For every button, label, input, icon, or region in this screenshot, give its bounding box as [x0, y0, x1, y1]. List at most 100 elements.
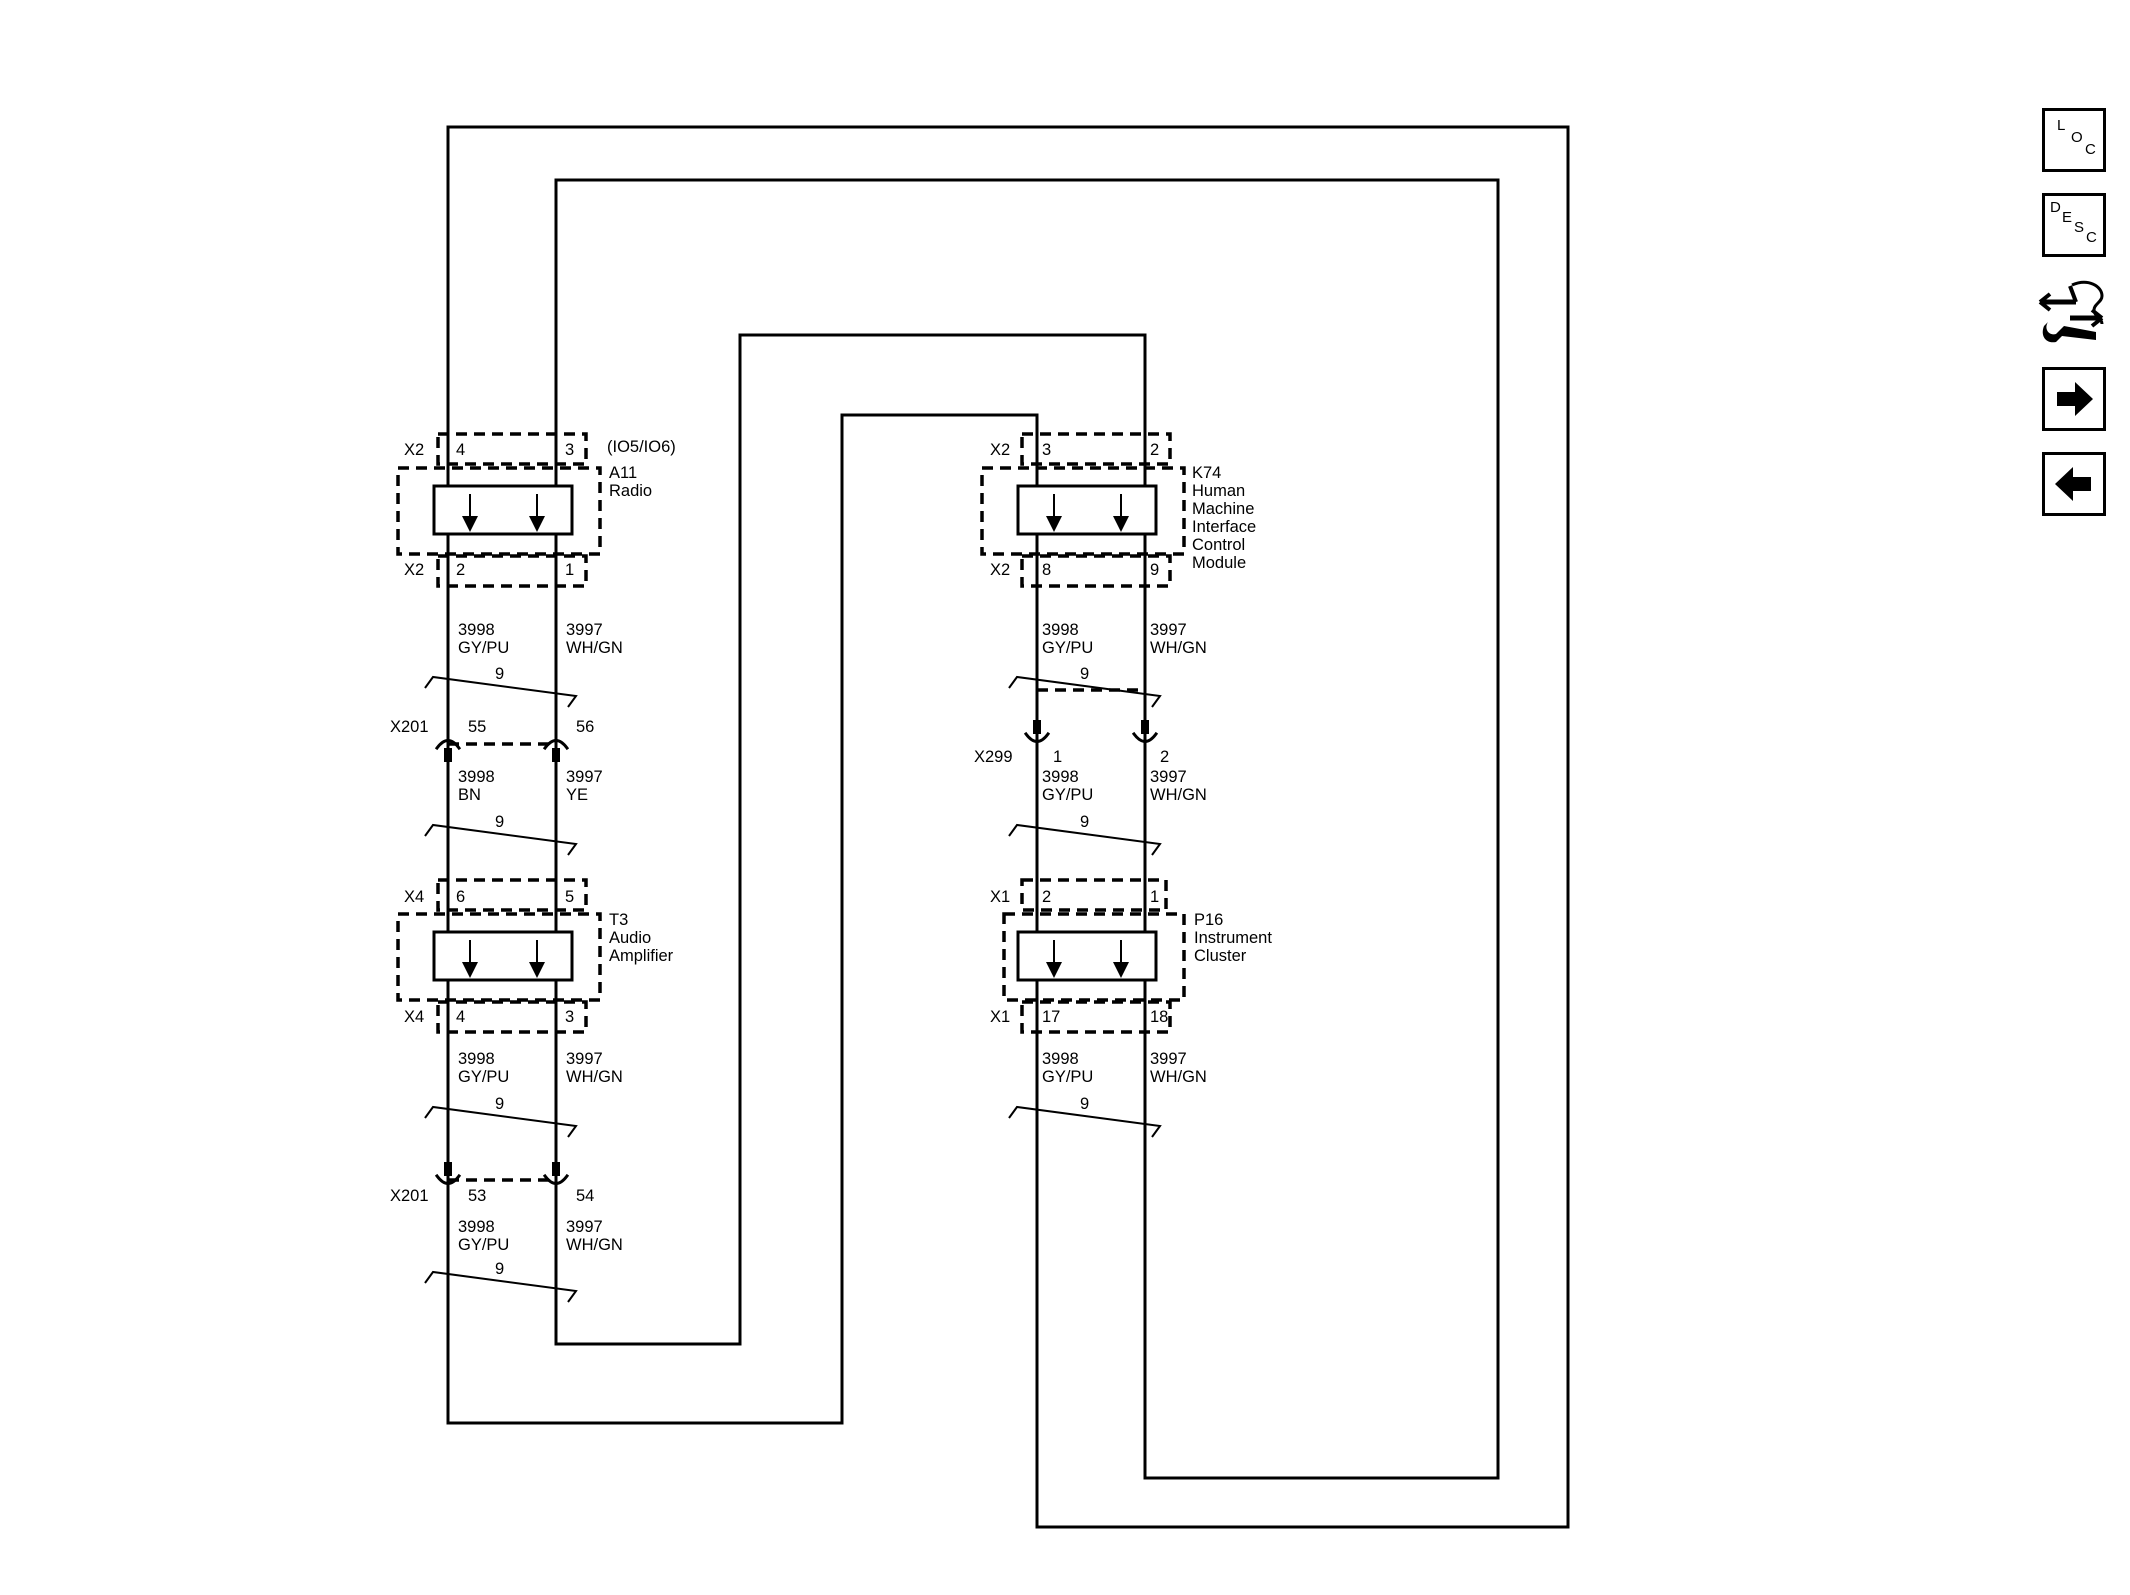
amp-body — [432, 930, 574, 982]
twisted-pair-icon — [424, 823, 578, 856]
wire-color: GY/PU — [1042, 1068, 1093, 1086]
radio-pin: 4 — [456, 441, 465, 459]
wire-color: WH/GN — [566, 1236, 623, 1254]
radio-conn-bottom: X2 — [404, 561, 424, 579]
wire-circuit: 3997 — [1150, 1050, 1187, 1068]
inline-conn-pin: 53 — [468, 1187, 486, 1205]
amp-ref: T3 — [609, 911, 628, 929]
hmi-name: Module — [1192, 554, 1246, 572]
cluster-pin: 18 — [1150, 1008, 1168, 1026]
inline-connector-x299[interactable]: X299 1 2 — [974, 688, 1169, 766]
back-button[interactable] — [2042, 452, 2106, 516]
hmi-name: Machine — [1192, 500, 1254, 518]
wire-color: GY/PU — [458, 639, 509, 657]
inline-connector-x201-b[interactable]: X201 53 54 — [390, 1162, 594, 1205]
connector-male-icon — [1141, 720, 1149, 734]
connector-female-icon — [1023, 731, 1051, 743]
wire-color: YE — [566, 786, 588, 804]
wire-circuit: 3997 — [1150, 621, 1187, 639]
amp-pin: 5 — [565, 888, 574, 906]
connector-male-icon — [552, 748, 560, 762]
amp-bottom-connector — [436, 1000, 588, 1034]
arrow-left-icon — [2055, 467, 2091, 501]
cluster-pin: 2 — [1042, 888, 1051, 906]
desc-letter: C — [2086, 229, 2097, 246]
connector-wrench-button[interactable] — [2036, 276, 2112, 348]
amp-outline — [396, 912, 602, 1002]
component-instrument-cluster[interactable]: X1 2 1 P16 Instrument Cluster X1 17 18 — [990, 878, 1272, 1034]
hmi-conn-top: X2 — [990, 441, 1010, 459]
hmi-pin: 3 — [1042, 441, 1051, 459]
arrow-right-icon — [2057, 382, 2093, 416]
inline-conn-pin: 55 — [468, 718, 486, 736]
twisted-pair-icon — [1008, 823, 1162, 856]
wire-loop-outer-a — [446, 125, 1570, 1529]
radio-pin: 2 — [456, 561, 465, 579]
wire-circuit: 3998 — [458, 1218, 495, 1236]
cluster-body — [1016, 930, 1158, 982]
forward-button[interactable] — [2042, 367, 2106, 431]
hmi-top-connector — [1020, 432, 1172, 466]
hmi-pin: 2 — [1150, 441, 1159, 459]
hmi-body — [1016, 484, 1158, 536]
hmi-ref: K74 — [1192, 464, 1221, 482]
twist-symbols: 9 9 9 9 9 9 9 — [424, 665, 1162, 1303]
component-hmi-control-module[interactable]: X2 3 2 K74 Human Machine Interface Contr… — [980, 432, 1256, 588]
inline-conn-name: X299 — [974, 748, 1013, 766]
hmi-outline — [980, 466, 1186, 556]
amp-name: Audio — [609, 929, 651, 947]
amp-conn-top: X4 — [404, 888, 424, 906]
connector-male-icon — [444, 748, 452, 762]
hmi-name: Control — [1192, 536, 1245, 554]
twisted-pair-icon — [424, 1270, 578, 1303]
inline-conn-pin: 1 — [1053, 748, 1062, 766]
inline-conn-name: X201 — [390, 718, 429, 736]
component-audio-amplifier[interactable]: X4 6 5 T3 Audio Amplifier X4 4 3 — [396, 878, 674, 1034]
wire-circuit: 3998 — [458, 768, 495, 786]
radio-name: Radio — [609, 482, 652, 500]
wire-color: WH/GN — [566, 639, 623, 657]
wire-loop-outer-b — [554, 178, 1500, 1480]
loc-letter: L — [2057, 117, 2066, 134]
connector-female-icon — [1131, 731, 1159, 743]
amp-top-connector — [436, 878, 588, 912]
hmi-pin: 9 — [1150, 561, 1159, 579]
cluster-conn-bottom: X1 — [990, 1008, 1010, 1026]
twisted-pair-icon — [1008, 675, 1162, 708]
twist-label: 9 — [495, 813, 504, 831]
connector-female-icon — [434, 739, 462, 751]
amp-pin: 6 — [456, 888, 465, 906]
wire-color: WH/GN — [1150, 786, 1207, 804]
inline-connector-x201-a[interactable]: X201 55 56 — [390, 718, 594, 762]
connector-wrench-icon — [2038, 280, 2104, 343]
wire-circuit: 3998 — [1042, 1050, 1079, 1068]
amp-pin: 3 — [565, 1008, 574, 1026]
connector-female-icon — [434, 1173, 462, 1185]
radio-option: (IO5/IO6) — [607, 438, 676, 456]
wire-circuit: 3998 — [1042, 621, 1079, 639]
wire-color: GY/PU — [1042, 786, 1093, 804]
cluster-conn-top: X1 — [990, 888, 1010, 906]
wire-circuit: 3997 — [566, 1050, 603, 1068]
cluster-pin: 17 — [1042, 1008, 1060, 1026]
twist-label: 9 — [495, 665, 504, 683]
loc-letter: C — [2085, 141, 2096, 158]
wire-circuit: 3998 — [1042, 768, 1079, 786]
connector-female-icon — [542, 739, 570, 751]
twist-label: 9 — [495, 1260, 504, 1278]
wire-circuit: 3997 — [566, 1218, 603, 1236]
radio-pin: 1 — [565, 561, 574, 579]
wire-circuit: 3998 — [458, 621, 495, 639]
hmi-bottom-connector — [1020, 554, 1172, 588]
inline-conn-pin: 2 — [1160, 748, 1169, 766]
loc-button[interactable]: L O C — [2042, 108, 2106, 172]
component-radio[interactable]: X2 4 3 (IO5/IO6) A11 Radio X2 2 1 — [396, 432, 676, 588]
hmi-name: Interface — [1192, 518, 1256, 536]
desc-letter: E — [2062, 209, 2073, 226]
radio-ref: A11 — [609, 464, 637, 482]
desc-button[interactable]: D E S C — [2042, 193, 2106, 257]
amp-conn-bottom: X4 — [404, 1008, 424, 1026]
desc-letter: D — [2050, 199, 2061, 216]
cluster-top-connector — [1020, 878, 1168, 912]
